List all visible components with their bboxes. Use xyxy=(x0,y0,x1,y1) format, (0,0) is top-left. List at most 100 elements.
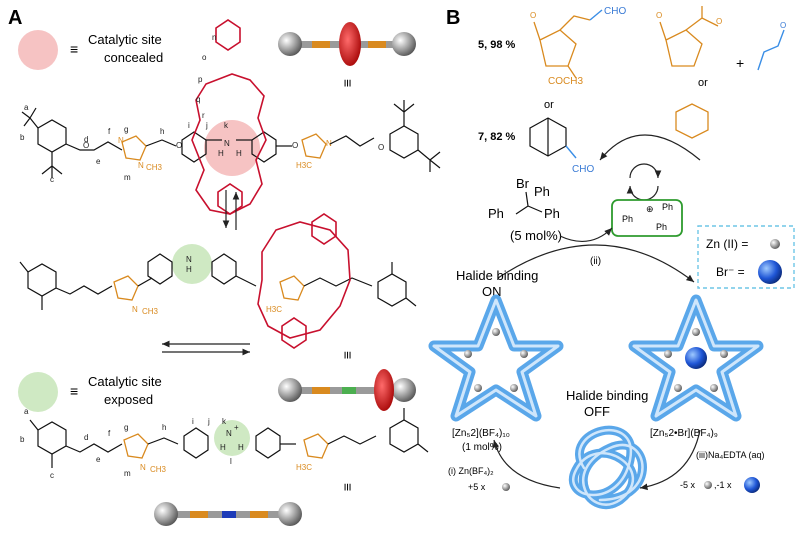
svg-text:c: c xyxy=(50,175,54,184)
arrow-step-iii xyxy=(639,429,701,491)
equiv-symbol-3: ≡ xyxy=(70,383,78,399)
exposed-site-swatch xyxy=(18,372,58,412)
svg-text:H3C: H3C xyxy=(266,305,282,314)
thread-molecule-bottom: N CH3 N + H H H3C xyxy=(29,408,429,474)
svg-text:q: q xyxy=(196,95,200,104)
svg-text:N: N xyxy=(186,255,192,264)
product-5-yield: 5, 98 % xyxy=(478,39,516,51)
svg-text:d: d xyxy=(84,135,88,144)
svg-text:CH3: CH3 xyxy=(150,465,167,474)
svg-text:e: e xyxy=(96,157,101,166)
svg-text:H3C: H3C xyxy=(296,161,312,170)
reactant-cyclohexadiene xyxy=(675,103,709,139)
open-strand-knot xyxy=(569,425,647,510)
step-ii-label: (ii) xyxy=(590,256,601,267)
svg-text:CH3: CH3 xyxy=(146,163,163,172)
cation-ph-2: Ph xyxy=(662,202,673,212)
svg-text:H: H xyxy=(236,149,242,158)
svg-text:O: O xyxy=(716,17,722,26)
product-or-1: or xyxy=(544,99,554,111)
svg-text:h: h xyxy=(162,423,166,432)
halide-on-line1: Halide binding xyxy=(456,268,538,283)
step-iii-label: (iii)Na₄EDTA (aq) xyxy=(696,450,765,460)
svg-text:H: H xyxy=(186,265,192,274)
svg-text:H: H xyxy=(238,443,244,452)
svg-text:H: H xyxy=(218,149,224,158)
equiv-symbol-2: ≡ xyxy=(340,79,356,87)
reactant-diketone: O O xyxy=(656,6,722,67)
minus-5-label: -5 x xyxy=(680,480,696,490)
equiv-symbol-1: ≡ xyxy=(70,41,78,57)
minus-1-label: ,-1 x xyxy=(714,480,732,490)
equilibrium-arrows-horizontal xyxy=(162,340,250,356)
cation-ph-1: Ph xyxy=(622,214,633,224)
rotaxane-molecule-top: O N N CH3 O N H H O N H3C O xyxy=(21,19,441,215)
svg-text:Ph: Ph xyxy=(488,206,504,221)
svg-text:O: O xyxy=(656,11,662,20)
svg-text:O: O xyxy=(83,141,89,150)
rotaxane-icon-closed xyxy=(278,22,416,66)
halide-off-line1: Halide binding xyxy=(566,388,648,403)
right-formula: [Zn₅2•Br](BF₄)₉ xyxy=(650,428,718,439)
legend-br-label: Br⁻ = xyxy=(716,265,745,279)
svg-text:N: N xyxy=(138,161,144,170)
trityl-cation-box xyxy=(611,199,683,237)
reactant-or: or xyxy=(698,77,708,89)
svg-text:k: k xyxy=(224,121,229,130)
catalyst-loading: (5 mol%) xyxy=(510,228,562,243)
equiv-symbol-5: ≡ xyxy=(340,483,356,491)
equilibrium-arrows-vertical xyxy=(222,190,240,230)
svg-text:N: N xyxy=(140,463,146,472)
svg-text:f: f xyxy=(108,127,111,136)
svg-text:Br: Br xyxy=(516,176,530,191)
rotaxane-icon-open xyxy=(278,369,416,411)
svg-text:g: g xyxy=(124,125,128,134)
minus-br-ball xyxy=(744,477,760,493)
exposed-label-line2: exposed xyxy=(104,392,153,407)
product-7-yield: 7, 82 % xyxy=(478,131,516,143)
svg-text:d: d xyxy=(84,433,88,442)
pentafoil-knot-right xyxy=(628,294,764,422)
svg-text:a: a xyxy=(24,103,29,112)
svg-text:m: m xyxy=(124,469,131,478)
svg-text:p: p xyxy=(198,75,203,84)
trityl-bromide: Br Ph Ph Ph xyxy=(488,176,560,221)
svg-text:j: j xyxy=(205,121,208,130)
svg-text:CH3: CH3 xyxy=(142,307,159,316)
svg-text:N: N xyxy=(118,136,124,145)
panel-a-label: A xyxy=(8,7,22,29)
svg-text:COCH3: COCH3 xyxy=(548,76,583,87)
svg-text:O: O xyxy=(780,21,786,30)
svg-text:r: r xyxy=(202,111,205,120)
reactant-acrolein: O xyxy=(757,21,786,71)
pentafoil-knot-left xyxy=(428,294,564,422)
arrow-step-ii xyxy=(497,244,695,283)
halide-off-line2: OFF xyxy=(584,404,610,419)
concealed-label-line1: Catalytic site xyxy=(88,32,162,47)
svg-text:h: h xyxy=(160,127,164,136)
svg-text:O: O xyxy=(292,141,298,150)
svg-text:N: N xyxy=(224,139,230,148)
svg-text:N: N xyxy=(132,305,138,314)
left-loading: (1 mol%) xyxy=(462,442,502,453)
exposed-label-line1: Catalytic site xyxy=(88,374,162,389)
arrow-to-cation xyxy=(559,227,613,243)
legend-br-ball xyxy=(758,260,782,284)
svg-text:i: i xyxy=(192,417,194,426)
svg-text:CHO: CHO xyxy=(604,6,626,17)
reactant-plus: + xyxy=(736,55,744,71)
svg-text:+: + xyxy=(234,423,239,432)
product-7-structure: CHO xyxy=(529,117,594,175)
left-formula: [Zn₅2](BF₄)₁₀ xyxy=(452,428,510,439)
svg-text:Ph: Ph xyxy=(544,206,560,221)
svg-text:CHO: CHO xyxy=(572,164,594,175)
svg-text:k: k xyxy=(222,417,227,426)
svg-text:b: b xyxy=(20,435,25,444)
atom-labels-top: a b c d e f g h m i j k n o p q r xyxy=(20,33,229,184)
svg-text:b: b xyxy=(20,133,25,142)
arrow-to-products xyxy=(599,134,701,161)
svg-text:N: N xyxy=(326,139,332,148)
svg-text:o: o xyxy=(202,53,207,62)
svg-text:O: O xyxy=(378,143,384,152)
svg-text:O: O xyxy=(176,141,182,150)
